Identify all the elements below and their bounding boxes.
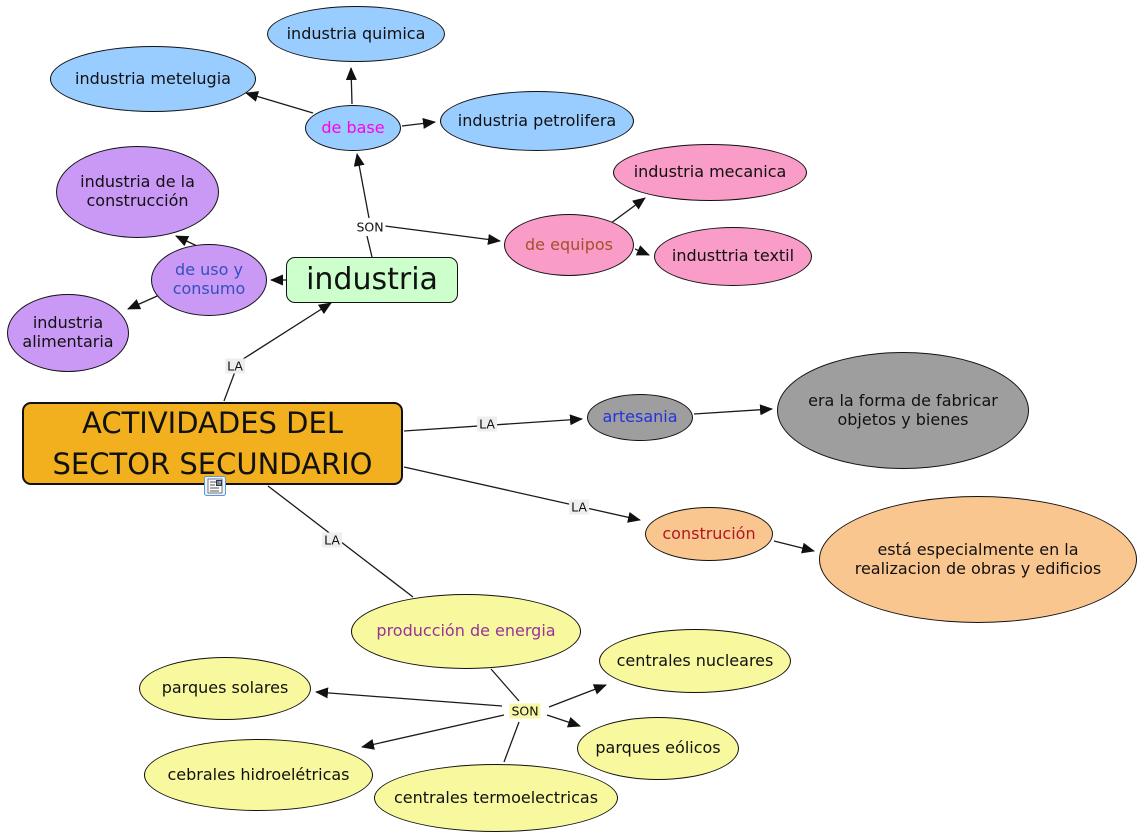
link-label-la-artesania[interactable]: LA [477, 416, 497, 432]
node-label: industria quimica [286, 23, 426, 43]
node-era-la-forma[interactable]: era la forma de fabricar objetos y biene… [777, 352, 1029, 469]
node-label: industria metelugia [75, 68, 231, 88]
node-label: centrales nucleares [616, 650, 774, 670]
node-label: parques eólicos [595, 738, 721, 758]
node-industria-quimica[interactable]: industria quimica [267, 6, 445, 62]
node-parques-solares[interactable]: parques solares [139, 657, 311, 720]
resource-icon[interactable] [204, 476, 226, 496]
node-label: de equipos [525, 234, 613, 254]
node-de-base[interactable]: de base [305, 105, 401, 151]
node-actividades-sector-secundario[interactable]: ACTIVIDADES DEL SECTOR SECUNDARIO [22, 402, 403, 485]
node-industria-metelugia[interactable]: industria metelugia [50, 46, 256, 112]
node-label: industria de la construcción [80, 172, 195, 210]
node-construcion[interactable]: construción [645, 507, 773, 561]
node-label: industria [306, 262, 438, 298]
node-industria-de-la-construccion[interactable]: industria de la construcción [56, 146, 219, 238]
node-label: centrales termoelectricas [393, 787, 599, 807]
node-centrales-termoelectricas[interactable]: centrales termoelectricas [374, 764, 618, 832]
node-artesania[interactable]: artesania [587, 394, 693, 441]
node-industria-mecanica[interactable]: industria mecanica [613, 144, 807, 201]
node-label: de uso y consumo [172, 260, 246, 298]
node-label: industtria textil [671, 246, 795, 266]
node-label: era la forma de fabricar objetos y biene… [808, 390, 998, 429]
node-label: construción [662, 523, 756, 543]
node-label: está especialmente en la realizacion de … [854, 539, 1102, 578]
link-label-la-construcion[interactable]: LA [569, 499, 589, 515]
node-industria-alimentaria[interactable]: industria alimentaria [7, 294, 129, 372]
node-cebrales-hidroeletricas[interactable]: cebrales hidroelétricas [144, 739, 373, 811]
node-industria-petrolifera[interactable]: industria petrolifera [440, 91, 634, 151]
node-label: industria petrolifera [457, 110, 617, 130]
link-label-son-bottom[interactable]: SON [509, 703, 541, 719]
node-label: producción de energia [376, 621, 556, 641]
node-produccion-de-energia[interactable]: producción de energia [351, 594, 581, 669]
node-label: industria mecanica [633, 162, 787, 182]
node-parques-eolicos[interactable]: parques eólicos [577, 717, 739, 780]
node-de-equipos[interactable]: de equipos [504, 214, 634, 276]
node-label: cebrales hidroelétricas [167, 764, 350, 784]
node-esta-especialmente[interactable]: está especialmente en la realizacion de … [819, 496, 1137, 623]
page-title: ACTIVIDADES DEL SECTOR SECUNDARIO [52, 405, 373, 481]
link-label-son-top[interactable]: SON [354, 219, 386, 235]
node-de-uso-y-consumo[interactable]: de uso y consumo [151, 244, 267, 316]
node-industria[interactable]: industria [286, 257, 458, 303]
node-label: parques solares [161, 678, 289, 698]
link-label-la-industria[interactable]: LA [225, 358, 245, 374]
link-label-la-produccion[interactable]: LA [322, 532, 342, 548]
node-centrales-nucleares[interactable]: centrales nucleares [599, 629, 791, 693]
node-label: artesania [602, 407, 678, 427]
node-label: industria alimentaria [22, 313, 114, 351]
node-label: de base [321, 117, 385, 137]
node-industtria-textil[interactable]: industtria textil [654, 227, 812, 286]
